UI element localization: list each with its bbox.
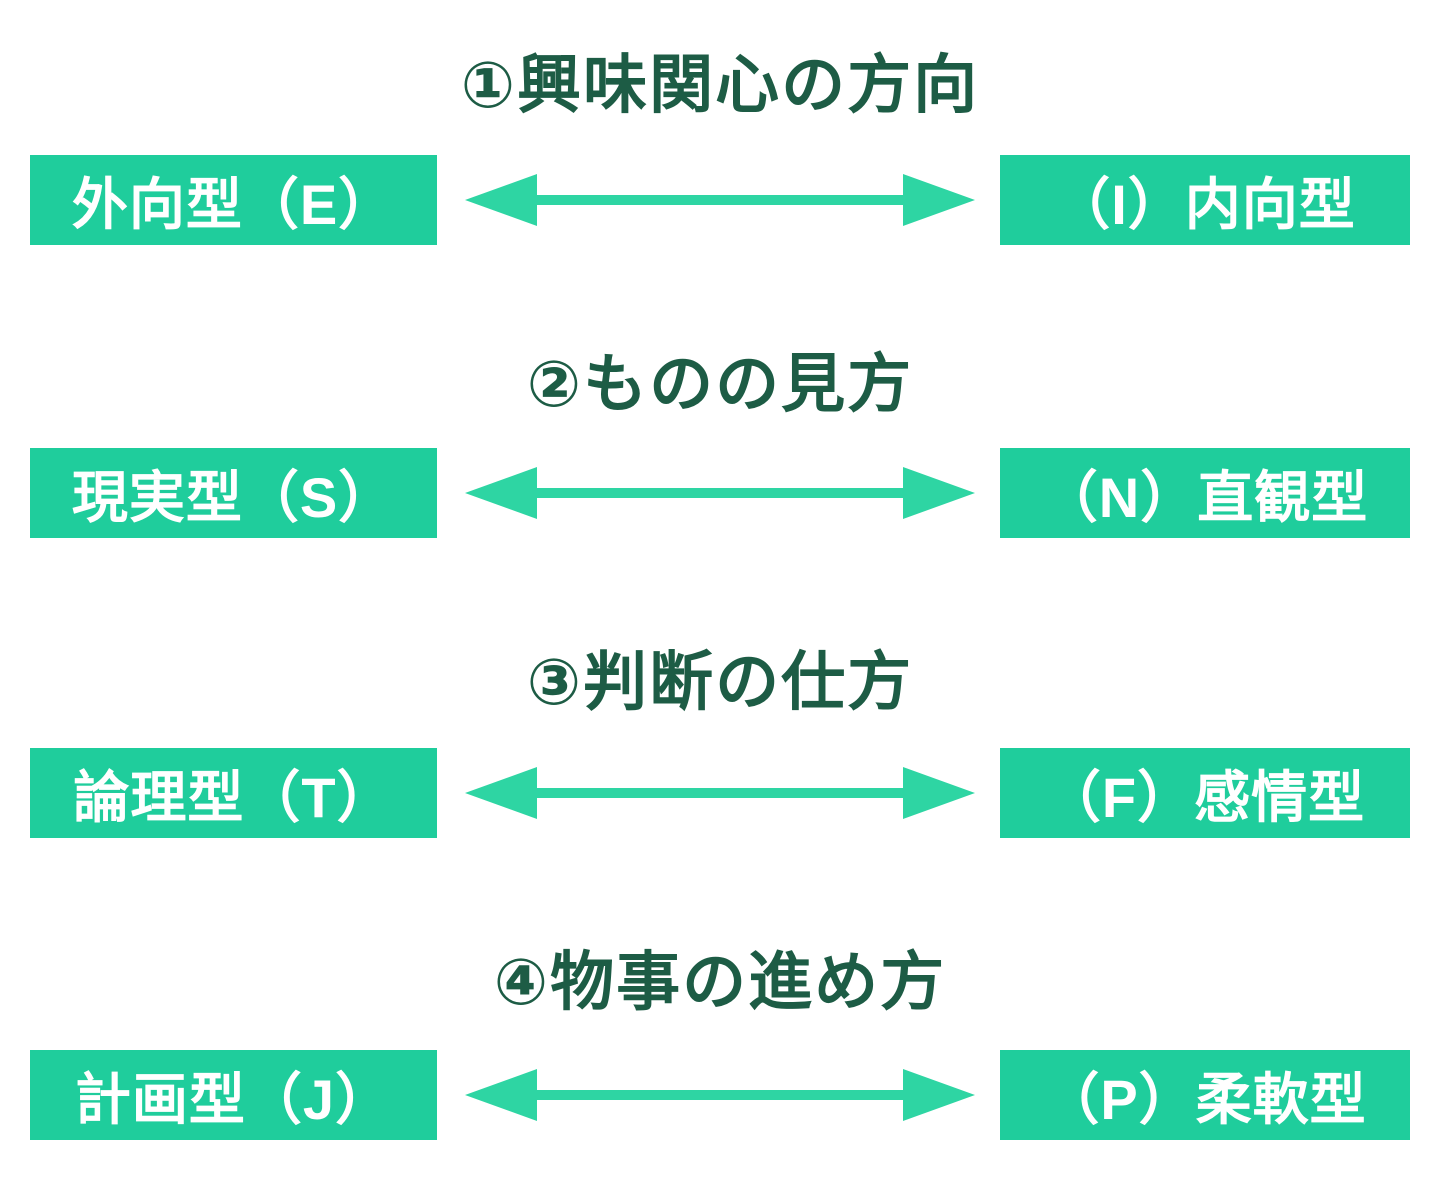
double-arrow-icon <box>465 767 975 819</box>
type-box-intuition: （N）直観型 <box>1000 448 1410 538</box>
double-arrow-icon <box>465 467 975 519</box>
type-box-judging: 計画型（J） <box>30 1050 437 1140</box>
dimension-row-2: 現実型（S） （N）直観型 <box>0 448 1440 538</box>
dimension-row-4: 計画型（J） （P）柔軟型 <box>0 1050 1440 1140</box>
double-arrow-icon <box>465 1069 975 1121</box>
section-title-1: ①興味関心の方向 <box>460 49 980 121</box>
type-box-feeling: （F）感情型 <box>1000 748 1410 838</box>
dimension-row-3: 論理型（T） （F）感情型 <box>0 748 1440 838</box>
dimension-row-1: 外向型（E） （I）内向型 <box>0 155 1440 245</box>
section-title-4: ④物事の進め方 <box>493 946 947 1018</box>
type-box-extrovert: 外向型（E） <box>30 155 437 245</box>
type-box-thinking: 論理型（T） <box>30 748 437 838</box>
double-arrow-icon <box>465 174 975 226</box>
section-title-2: ②ものの見方 <box>526 348 914 420</box>
type-box-sensing: 現実型（S） <box>30 448 437 538</box>
type-box-introvert: （I）内向型 <box>1000 155 1410 245</box>
type-box-perceiving: （P）柔軟型 <box>1000 1050 1410 1140</box>
section-title-3: ③判断の仕方 <box>526 646 914 718</box>
